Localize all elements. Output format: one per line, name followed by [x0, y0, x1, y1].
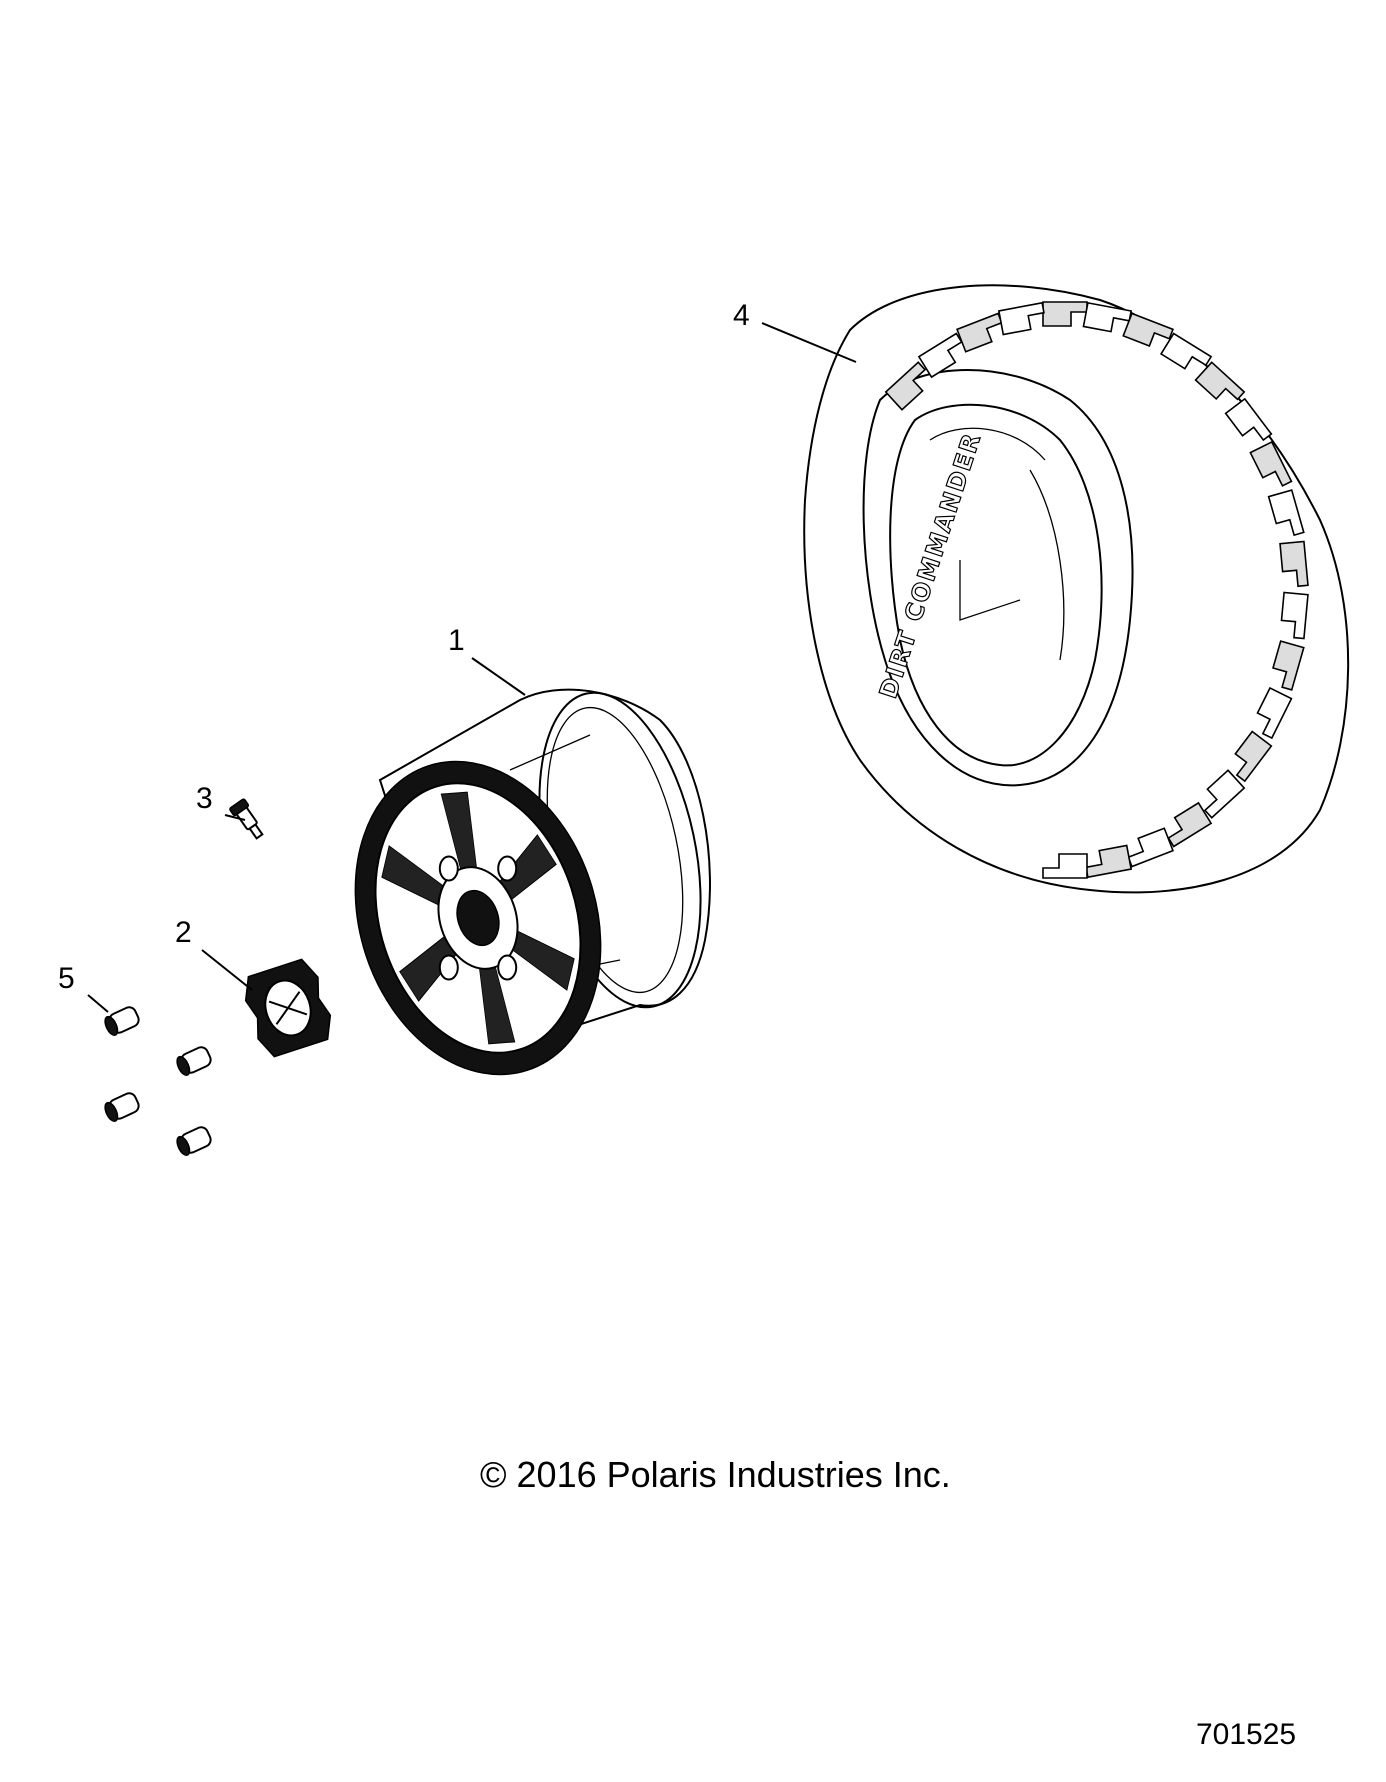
tread-lug: [1042, 853, 1088, 879]
tread-lugs: [884, 301, 1309, 879]
callout-4-label: 4: [733, 299, 750, 332]
lug-hole: [497, 855, 518, 882]
callout-2-label: 2: [175, 916, 192, 949]
copyright-notice: © 2016 Polaris Industries Inc.: [480, 1454, 951, 1495]
callout-5: 5: [58, 962, 109, 1013]
tread-lug: [1082, 301, 1133, 333]
tread-lug: [1280, 591, 1309, 640]
callout-1-label: 1: [448, 624, 465, 657]
lug-nuts: [104, 1006, 212, 1156]
wheel: [354, 688, 711, 1076]
lug-nut: [104, 1092, 140, 1122]
lug-hole: [497, 954, 518, 981]
callout-3-label: 3: [196, 782, 213, 815]
figure-number: 701525: [1196, 1718, 1297, 1751]
tread-lug: [884, 361, 927, 411]
tire-sidewall: [862, 369, 1134, 787]
tread-lug: [997, 301, 1045, 336]
tread-lug: [1256, 686, 1293, 740]
tread-lug: [1085, 844, 1133, 879]
tread-lug: [1159, 332, 1213, 370]
tire: DIRT COMMANDER: [803, 284, 1350, 894]
lug-hole: [438, 855, 459, 882]
tire-outer: [803, 284, 1350, 894]
lug-nut: [176, 1126, 212, 1156]
tread-lug: [1127, 827, 1174, 868]
callout-3: 3: [196, 782, 246, 821]
tread-lug: [1249, 440, 1293, 487]
callout-1: 1: [448, 624, 526, 696]
tread-lug: [1122, 312, 1174, 347]
tread-lug: [1203, 769, 1246, 819]
valve-stem: [229, 798, 264, 840]
callout-2: 2: [175, 916, 253, 991]
tread-lug: [1042, 301, 1088, 327]
callout-5-label: 5: [58, 962, 75, 995]
tread-lug: [1272, 640, 1305, 691]
lug-nut: [176, 1046, 212, 1076]
tread-lug: [956, 312, 1003, 353]
tire-bead: [889, 403, 1103, 767]
tread-lug: [917, 332, 963, 379]
tread-lug: [1167, 801, 1213, 848]
tread-lug: [1279, 540, 1309, 588]
lug-nut: [104, 1006, 140, 1036]
lug-hole: [438, 954, 459, 981]
tread-lug: [1267, 489, 1305, 537]
callout-4: 4: [733, 299, 857, 363]
tread-lug: [1234, 730, 1273, 783]
tread-lug: [1224, 397, 1273, 442]
center-cap: [244, 958, 332, 1058]
wheel-face: [354, 760, 602, 1076]
tread-lug: [1194, 361, 1246, 401]
